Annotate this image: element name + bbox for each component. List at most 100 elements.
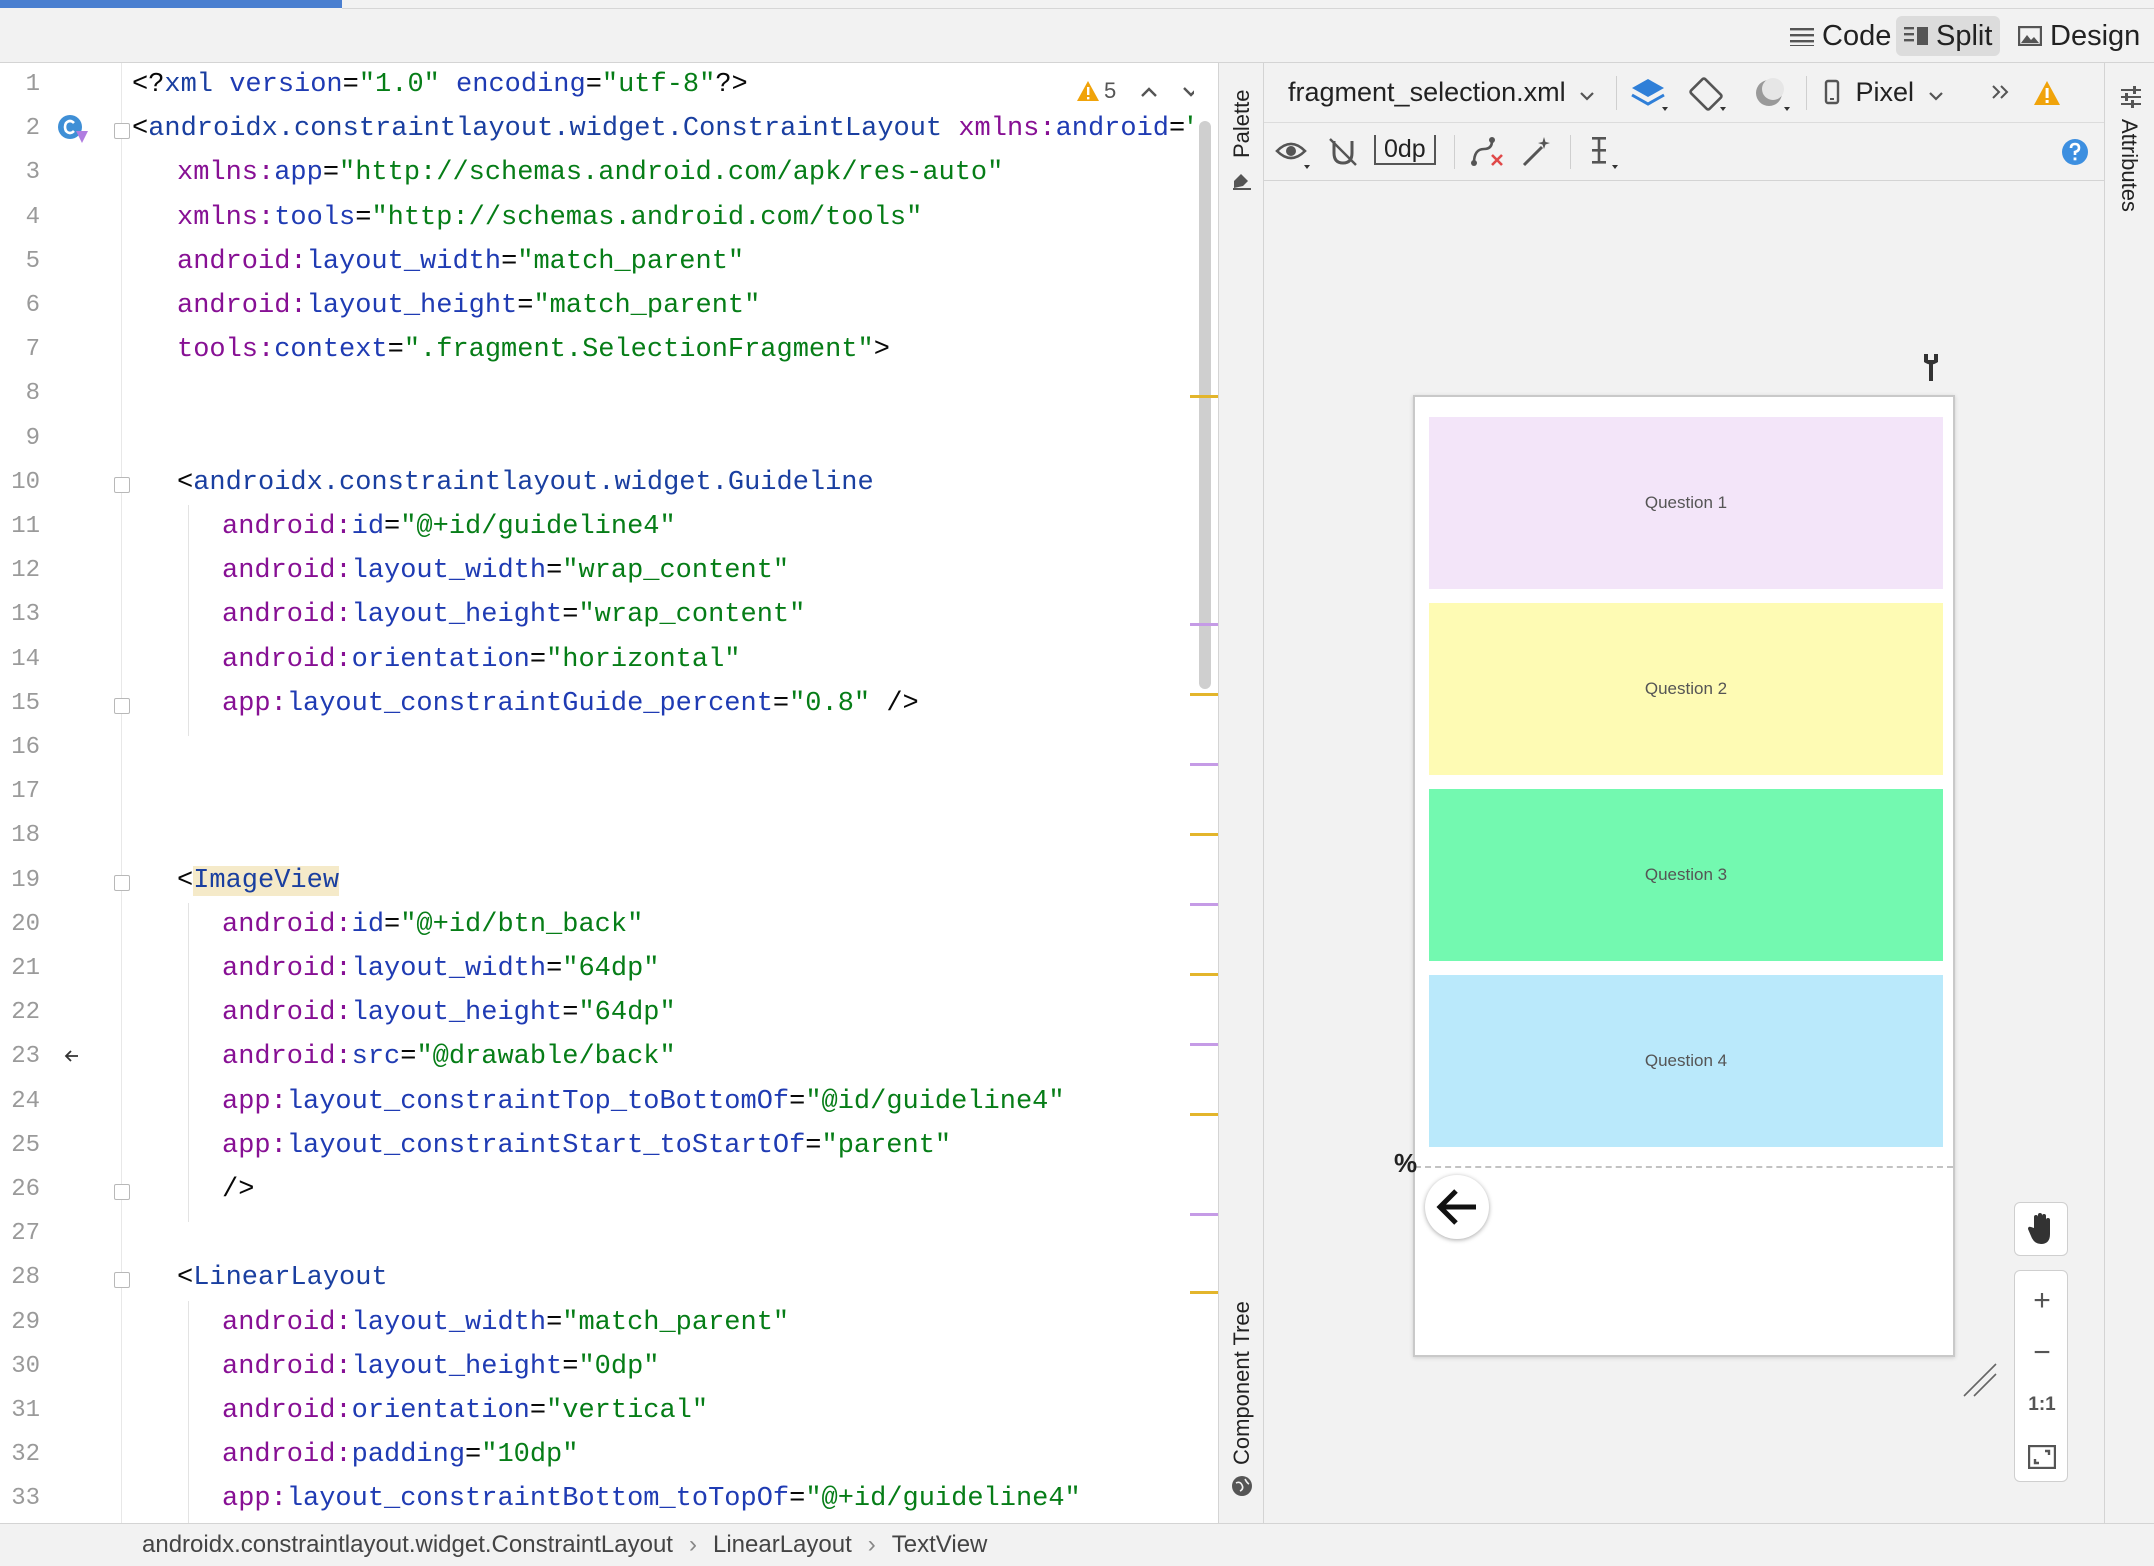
error-stripe-mark[interactable] <box>1190 693 1218 696</box>
palette-icon[interactable] <box>1231 169 1253 196</box>
code-line[interactable]: android:id="@+id/btn_back" <box>222 905 643 945</box>
error-stripe-mark[interactable] <box>1190 973 1218 976</box>
component-tree-tab[interactable]: Component Tree <box>1229 1301 1254 1465</box>
code-token: android: <box>222 1042 352 1073</box>
rotate-device-icon[interactable] <box>1688 75 1728 118</box>
code-line[interactable]: android:src="@drawable/back" <box>222 1037 676 1077</box>
code-mode-button[interactable]: Code <box>1782 16 1899 56</box>
split-mode-button[interactable]: Split <box>1896 16 2001 56</box>
code-line[interactable]: <ImageView <box>177 861 340 901</box>
code-token: xmlns: <box>177 158 275 189</box>
line-number: 8 <box>25 380 40 408</box>
line-number: 7 <box>25 336 40 364</box>
code-token: = <box>355 202 372 233</box>
pan-tool-button[interactable] <box>2014 1202 2068 1256</box>
file-selector[interactable]: fragment_selection.xml <box>1288 77 1595 108</box>
error-stripe-mark[interactable] <box>1190 1291 1218 1294</box>
layers-icon[interactable] <box>1630 75 1670 118</box>
help-icon[interactable] <box>2060 137 2090 172</box>
question-card[interactable]: Question 2 <box>1429 603 1943 775</box>
code-line[interactable]: app:layout_constraintTop_toBottomOf="@id… <box>222 1082 1065 1122</box>
fold-marker-icon[interactable] <box>114 874 130 891</box>
fold-marker-icon[interactable] <box>114 697 130 714</box>
question-card[interactable]: Question 4 <box>1429 975 1943 1147</box>
align-icon[interactable] <box>1586 135 1624 176</box>
default-margin-selector[interactable]: 0dp <box>1374 135 1436 165</box>
fold-marker-icon[interactable] <box>114 1184 130 1200</box>
inspection-widget[interactable]: 5 <box>1076 78 1116 104</box>
code-token: = <box>546 954 563 984</box>
code-line[interactable]: <LinearLayout <box>177 1258 388 1298</box>
drawable-preview-icon[interactable] <box>64 1049 80 1068</box>
question-card[interactable]: Question 1 <box>1429 417 1943 589</box>
error-stripe-mark[interactable] <box>1190 903 1218 906</box>
zoom-in-button[interactable]: + <box>2033 1284 2051 1317</box>
more-actions-icon[interactable] <box>1990 83 2010 106</box>
code-line[interactable]: android:layout_width="match_parent" <box>177 242 744 282</box>
code-line[interactable]: /> <box>222 1170 254 1210</box>
palette-tab[interactable]: Palette <box>1229 89 1254 159</box>
globe-icon[interactable] <box>1231 1475 1253 1502</box>
code-line[interactable]: app:layout_constraintBottom_toTopOf="@+i… <box>222 1479 1081 1519</box>
code-line[interactable]: xmlns:app="http://schemas.android.com/ap… <box>177 153 1003 193</box>
editor-scrollbar-thumb[interactable] <box>1199 121 1211 689</box>
night-mode-icon[interactable] <box>1752 75 1792 118</box>
attributes-tab[interactable]: Attributes <box>2117 119 2142 212</box>
code-line[interactable]: android:layout_height="0dp" <box>222 1347 659 1387</box>
code-line[interactable]: android:layout_height="wrap_content" <box>222 595 805 635</box>
code-line[interactable]: android:padding="10dp" <box>222 1435 578 1475</box>
zoom-actual-size-button[interactable]: 1:1 <box>2028 1394 2056 1415</box>
eye-view-options-icon[interactable] <box>1274 135 1312 176</box>
guideline-horizontal[interactable] <box>1415 1166 1953 1168</box>
autoconnect-disabled-icon[interactable] <box>1326 135 1360 174</box>
error-stripe-mark[interactable] <box>1190 763 1218 766</box>
error-stripe-mark[interactable] <box>1190 1213 1218 1216</box>
code-line[interactable]: android:layout_width="64dp" <box>222 949 659 989</box>
wrench-icon[interactable] <box>1920 352 1942 387</box>
code-line[interactable]: <?xml version="1.0" encoding="utf-8"?> <box>132 65 748 105</box>
breadcrumb-item[interactable]: androidx.constraintlayout.widget.Constra… <box>142 1531 673 1558</box>
class-gutter-icon[interactable] <box>56 113 92 150</box>
breadcrumb-item[interactable]: TextView <box>891 1531 988 1558</box>
fold-marker-icon[interactable] <box>114 123 130 140</box>
code-line[interactable]: android:layout_height="64dp" <box>222 993 676 1033</box>
previous-problem-icon[interactable] <box>1140 77 1158 105</box>
code-line[interactable]: android:layout_width="match_parent" <box>222 1303 789 1343</box>
error-stripe-mark[interactable] <box>1190 623 1218 626</box>
guideline-percent-toggle[interactable]: % <box>1394 1148 1418 1178</box>
code-line[interactable]: <androidx.constraintlayout.widget.Constr… <box>132 109 1218 149</box>
fold-marker-icon[interactable] <box>114 476 130 493</box>
device-selector[interactable]: Pixel <box>1824 77 1944 108</box>
line-number: 17 <box>11 778 40 806</box>
code-line[interactable]: <androidx.constraintlayout.widget.Guidel… <box>177 463 874 503</box>
attributes-icon[interactable] <box>2119 85 2143 114</box>
infer-constraints-icon[interactable] <box>1520 135 1554 174</box>
code-line[interactable]: app:layout_constraintGuide_percent="0.8"… <box>222 684 919 724</box>
design-mode-button[interactable]: Design <box>2010 16 2148 56</box>
resize-handle-icon[interactable] <box>1962 1362 1998 1403</box>
zoom-out-button[interactable]: − <box>2033 1336 2051 1369</box>
code-line[interactable]: android:orientation="vertical" <box>222 1391 708 1431</box>
clear-constraints-icon[interactable] <box>1470 135 1506 174</box>
error-stripe-mark[interactable] <box>1190 1113 1218 1116</box>
code-line[interactable]: android:layout_width="wrap_content" <box>222 551 789 591</box>
breadcrumb-item[interactable]: LinearLayout <box>712 1531 852 1558</box>
line-number: 33 <box>11 1485 40 1513</box>
back-button[interactable] <box>1425 1175 1489 1239</box>
code-line[interactable]: android:orientation="horizontal" <box>222 640 741 680</box>
error-stripe-mark[interactable] <box>1190 1043 1218 1046</box>
error-stripe-mark[interactable] <box>1190 395 1218 398</box>
code-line[interactable]: tools:context=".fragment.SelectionFragme… <box>177 330 890 370</box>
code-line[interactable]: xmlns:tools="http://schemas.android.com/… <box>177 198 922 238</box>
layout-warning-icon[interactable] <box>2032 79 2062 112</box>
code-line[interactable]: app:layout_constraintStart_toStartOf="pa… <box>222 1126 951 1166</box>
code-token: orientation <box>351 1396 530 1426</box>
zoom-to-fit-button[interactable] <box>2015 1431 2069 1483</box>
code-line[interactable]: android:id="@+id/guideline4" <box>222 507 676 547</box>
code-line[interactable]: android:layout_height="match_parent" <box>177 286 760 326</box>
error-stripe-mark[interactable] <box>1190 833 1218 836</box>
fold-marker-icon[interactable] <box>114 1272 130 1289</box>
question-card[interactable]: Question 3 <box>1429 789 1943 961</box>
